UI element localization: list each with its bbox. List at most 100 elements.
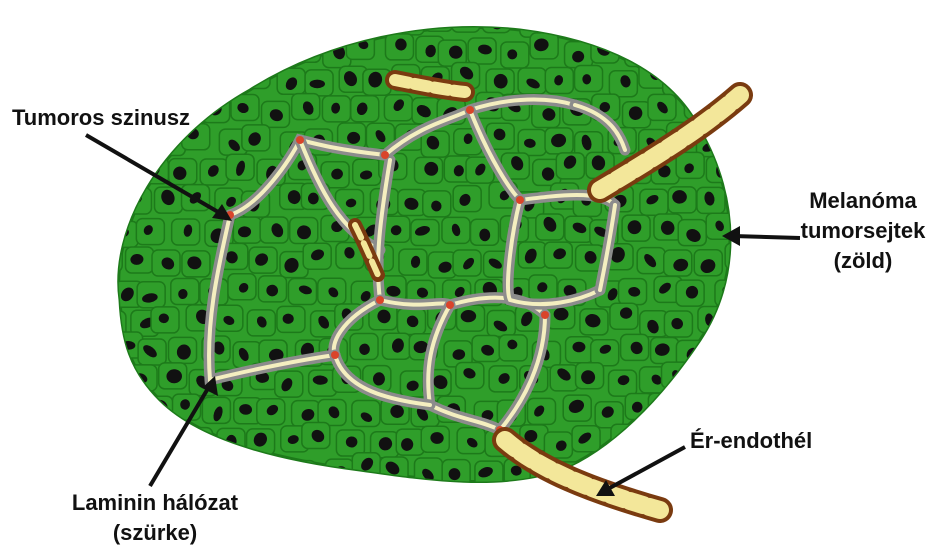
cell-nucleus xyxy=(97,14,115,31)
label-melanoma-cells: Melanóma tumorsejtek (zöld) xyxy=(788,186,938,276)
cell-nucleus xyxy=(102,194,118,207)
arrow-vessel xyxy=(606,447,685,490)
cell-nucleus xyxy=(112,42,129,59)
tumor-cell xyxy=(728,123,756,149)
tumor-cell xyxy=(202,460,230,486)
cell-nucleus xyxy=(589,13,598,26)
tumor-cell xyxy=(648,393,676,419)
tumor-cell xyxy=(742,457,770,483)
tumor-cell xyxy=(706,156,734,182)
tumor-cell xyxy=(731,10,759,36)
cell-nucleus xyxy=(630,46,642,62)
tumor-cell xyxy=(130,62,158,88)
cell-nucleus xyxy=(745,107,765,126)
cell-nucleus xyxy=(659,400,670,412)
tumor-cell xyxy=(184,428,212,454)
cell-nucleus xyxy=(697,17,711,32)
tumor-cell xyxy=(155,9,183,35)
cell-nucleus xyxy=(135,429,144,440)
tumor-cell xyxy=(326,459,354,485)
cell-nucleus xyxy=(715,397,727,411)
tumor-cell xyxy=(706,455,734,481)
tumor-cell xyxy=(739,340,767,366)
tumor-cell xyxy=(258,457,286,483)
cell-nucleus xyxy=(669,73,689,92)
tumor-cell xyxy=(744,273,772,299)
cell-nucleus xyxy=(186,75,201,89)
tumor-cell xyxy=(233,37,261,63)
tumor-cell xyxy=(709,394,737,420)
cell-nucleus xyxy=(737,13,755,29)
tumor-cell xyxy=(712,39,740,65)
tumor-cell xyxy=(739,399,767,425)
tumor-cell xyxy=(692,9,720,35)
cell-nucleus xyxy=(161,17,176,32)
cell-nucleus xyxy=(657,35,671,51)
cell-nucleus xyxy=(746,461,763,478)
cell-nucleus xyxy=(104,432,121,449)
cell-nucleus xyxy=(102,370,120,388)
tumor-cell xyxy=(696,65,724,91)
cell-nucleus xyxy=(676,16,687,28)
tumor-cell xyxy=(541,8,569,34)
cell-nucleus xyxy=(238,42,255,59)
tumor-cell xyxy=(129,10,157,36)
tumor-cell xyxy=(288,461,316,487)
cell-nucleus xyxy=(249,67,265,83)
cell-nucleus xyxy=(105,315,122,333)
cell-nucleus xyxy=(250,8,266,26)
cell-nucleus xyxy=(283,314,294,324)
tumor-cell xyxy=(153,64,181,90)
tumor-cell xyxy=(115,396,143,422)
red-blood-cell xyxy=(446,301,454,309)
cell-nucleus xyxy=(261,459,278,475)
cell-nucleus xyxy=(279,11,292,25)
tumor-cell xyxy=(723,306,751,332)
cell-nucleus xyxy=(747,220,762,235)
cell-nucleus xyxy=(718,44,735,61)
cell-nucleus xyxy=(115,461,134,479)
cell-nucleus xyxy=(225,15,242,32)
cell-nucleus xyxy=(582,74,591,84)
label-laminin-network: Laminin hálózat (szürke) xyxy=(40,488,270,548)
cell-nucleus xyxy=(746,402,761,417)
tumor-cell xyxy=(728,189,756,215)
tumor-cell xyxy=(637,9,665,35)
tumor-cell xyxy=(363,11,391,37)
cell-nucleus xyxy=(712,372,723,384)
tumor-cell xyxy=(108,36,136,62)
cell-nucleus xyxy=(342,10,358,24)
tumor-cell xyxy=(139,39,167,65)
cell-nucleus xyxy=(104,75,120,92)
cell-nucleus xyxy=(461,10,477,27)
cell-nucleus xyxy=(752,165,765,181)
cell-nucleus xyxy=(129,132,146,148)
cell-nucleus xyxy=(685,405,698,422)
tumor-cell xyxy=(669,9,697,35)
tumor-cell xyxy=(171,453,199,479)
tumor-cell xyxy=(221,67,249,93)
tumor-cell xyxy=(678,398,706,424)
tumor-cell xyxy=(723,362,751,388)
cell-nucleus xyxy=(544,12,562,30)
cell-nucleus xyxy=(745,43,761,59)
red-blood-cell xyxy=(516,196,524,204)
tumor-cell xyxy=(220,11,248,37)
cell-nucleus xyxy=(744,342,760,361)
cell-nucleus xyxy=(300,38,317,56)
cell-nucleus xyxy=(291,461,310,479)
red-blood-cell xyxy=(331,351,339,359)
cell-nucleus xyxy=(305,10,323,28)
tumor-cell xyxy=(335,5,363,31)
tumor-cell xyxy=(172,41,200,67)
label-tumoral-sinus: Tumoros szinusz xyxy=(12,103,190,133)
cell-nucleus xyxy=(192,8,208,23)
tumor-cell xyxy=(452,6,480,32)
tumor-cell xyxy=(124,422,152,448)
cell-nucleus xyxy=(715,464,726,477)
tumor-cell xyxy=(739,39,767,65)
cell-nucleus xyxy=(224,72,241,88)
cell-nucleus xyxy=(691,461,705,474)
